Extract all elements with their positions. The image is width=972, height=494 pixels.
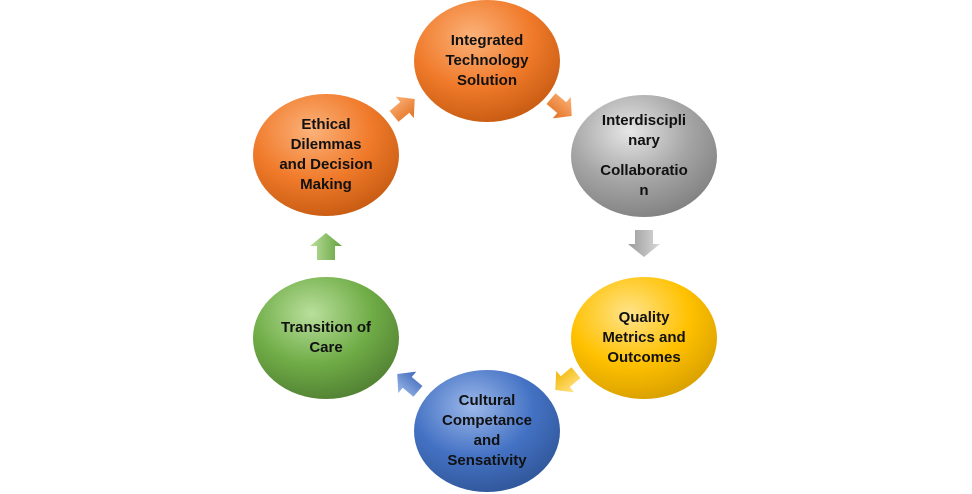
node-label-line: and xyxy=(473,432,501,449)
node-label-line: Outcomes xyxy=(607,349,681,366)
arrow-gray-to-yellow xyxy=(628,230,660,257)
node-circle-transition-of-care xyxy=(253,277,399,399)
arrow-yellow-to-blue xyxy=(555,367,581,393)
node-label-line: Making xyxy=(300,176,352,193)
node-label-line: Sensativity xyxy=(447,452,527,469)
node-label-line: Solution xyxy=(457,72,517,89)
node-circle-interdisciplinary xyxy=(571,95,717,217)
node-cultural-competance: Cultural Competance and Sensativity xyxy=(414,370,560,492)
node-transition-of-care: Transition of Care xyxy=(253,277,399,399)
node-label-line: Integrated xyxy=(450,32,524,49)
node-ethical-dilemmas: Ethical Dilemmas and Decision Making xyxy=(253,94,399,216)
node-label-line: n xyxy=(639,182,649,199)
node-label-line: Transition of xyxy=(281,319,371,336)
node-interdisciplinary: Interdiscipli nary Collaboratio n xyxy=(571,95,717,217)
node-label-line: Collaboratio xyxy=(600,162,688,179)
node-label-line: Care xyxy=(309,339,343,356)
node-circle-integrated-technology xyxy=(414,0,560,122)
node-label-line: Ethical xyxy=(301,116,351,133)
arrow-ethical-to-integrated xyxy=(389,96,415,122)
node-label-line: Cultural xyxy=(458,392,516,409)
node-circle-cultural-competance xyxy=(414,370,560,492)
node-label-line: Dilemmas xyxy=(290,136,362,153)
node-label-line: Technology xyxy=(445,52,529,69)
node-circle-ethical-dilemmas xyxy=(253,94,399,216)
node-label-line: nary xyxy=(628,132,660,149)
node-label-line: Competance xyxy=(441,412,533,429)
node-integrated-technology: Integrated Technology Solution xyxy=(414,0,560,122)
node-label-line: Metrics and xyxy=(602,329,686,346)
arrow-blue-to-green xyxy=(397,371,423,397)
arrow-orange-to-gray xyxy=(546,93,572,119)
node-label-line: Interdiscipli xyxy=(601,112,687,129)
node-label-line: and Decision xyxy=(279,156,373,173)
arrow-green-to-ethical xyxy=(310,233,342,260)
node-label-line: Quality xyxy=(618,309,670,326)
node-circle-quality-metrics xyxy=(571,277,717,399)
node-quality-metrics: Quality Metrics and Outcomes xyxy=(571,277,717,399)
